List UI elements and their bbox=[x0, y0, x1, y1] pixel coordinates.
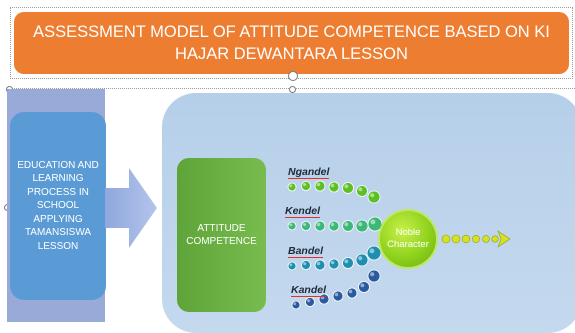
path-dot-highlight bbox=[303, 223, 307, 227]
path-dot bbox=[291, 300, 301, 310]
path-label-kandel: Kandel bbox=[291, 284, 327, 297]
resize-handle[interactable] bbox=[289, 86, 296, 93]
path-dot-highlight bbox=[303, 262, 307, 266]
noble-character-label: Noble Character bbox=[387, 227, 429, 250]
path-dots-layer bbox=[287, 180, 511, 310]
path-dot-highlight bbox=[344, 222, 349, 227]
output-dot bbox=[441, 234, 451, 244]
path-dot bbox=[355, 219, 369, 233]
path-dot-highlight bbox=[289, 263, 293, 267]
attitude-competence-box[interactable]: ATTITUDE COMPETENCE bbox=[177, 158, 266, 312]
path-dot bbox=[305, 297, 315, 307]
path-dot-highlight bbox=[316, 261, 321, 266]
path-dot bbox=[366, 245, 382, 261]
path-dot-highlight bbox=[330, 183, 335, 188]
rotation-handle[interactable] bbox=[288, 71, 298, 81]
path-dot-highlight bbox=[348, 289, 353, 294]
path-dot bbox=[314, 259, 326, 271]
path-dot-highlight bbox=[293, 302, 297, 306]
output-dot bbox=[461, 234, 471, 244]
path-dot bbox=[301, 221, 311, 231]
path-dot-highlight bbox=[344, 259, 349, 264]
path-dot-highlight bbox=[303, 183, 307, 187]
path-dot-highlight bbox=[358, 222, 363, 227]
path-dot-highlight bbox=[330, 260, 335, 265]
path-label-kendel: Kendel bbox=[285, 205, 321, 218]
path-dot bbox=[358, 281, 370, 293]
path-dot bbox=[346, 287, 358, 299]
path-dot bbox=[342, 220, 354, 232]
path-dot bbox=[301, 260, 311, 270]
path-label-bandel: Bandel bbox=[288, 245, 324, 258]
output-dot bbox=[472, 235, 480, 243]
path-dot-highlight bbox=[344, 184, 349, 189]
path-dot bbox=[355, 253, 369, 267]
path-dot-highlight bbox=[358, 256, 363, 261]
path-label-ngandel: Ngandel bbox=[288, 166, 330, 179]
path-dot bbox=[301, 181, 311, 191]
path-dot bbox=[328, 181, 340, 193]
output-dot bbox=[491, 235, 499, 243]
path-dot bbox=[367, 269, 381, 283]
path-dot-highlight bbox=[358, 187, 363, 192]
output-dot bbox=[451, 234, 461, 244]
right-arrow-shape bbox=[105, 168, 157, 248]
path-dot-highlight bbox=[369, 248, 375, 254]
path-dot bbox=[332, 290, 344, 302]
path-dot-highlight bbox=[334, 292, 339, 297]
path-dot-highlight bbox=[316, 222, 321, 227]
diagram-title[interactable]: ASSESSMENT MODEL OF ATTITUDE COMPETENCE … bbox=[14, 12, 569, 74]
path-dot bbox=[314, 220, 326, 232]
path-dot-highlight bbox=[370, 193, 375, 198]
path-dot bbox=[342, 257, 354, 269]
path-dot bbox=[356, 185, 368, 197]
path-dot-highlight bbox=[370, 219, 376, 225]
output-arrow-head bbox=[497, 230, 511, 248]
path-dot-highlight bbox=[289, 184, 293, 188]
path-dot bbox=[328, 220, 340, 232]
path-dot-highlight bbox=[360, 283, 365, 288]
path-dot-highlight bbox=[316, 182, 321, 187]
noble-character-circle[interactable]: Noble Character bbox=[380, 211, 436, 267]
path-dot bbox=[367, 190, 381, 204]
path-dot-highlight bbox=[330, 222, 335, 227]
path-dot-highlight bbox=[370, 272, 375, 277]
education-process-box[interactable]: EDUCATION AND LEARNING PROCESS IN SCHOOL… bbox=[10, 112, 106, 300]
path-dot bbox=[328, 258, 340, 270]
path-dot-highlight bbox=[307, 299, 311, 303]
output-dot bbox=[482, 235, 490, 243]
path-dot bbox=[287, 182, 297, 192]
path-dot bbox=[342, 182, 354, 194]
path-dot bbox=[314, 180, 326, 192]
path-dot-highlight bbox=[289, 223, 293, 227]
path-dot bbox=[287, 221, 297, 231]
path-dot bbox=[287, 261, 297, 271]
